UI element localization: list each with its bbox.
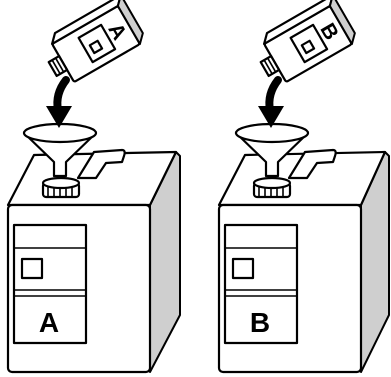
bottle-icon: A — [47, 0, 144, 83]
bottle-icon: B — [259, 0, 356, 83]
canister-icon: A — [6, 148, 181, 374]
funnel-icon — [234, 122, 310, 178]
canister-label-b: B — [250, 307, 270, 338]
refill-unit-b: B B — [217, 0, 390, 374]
arrow-down-icon — [46, 76, 72, 128]
canister-label-a: A — [39, 307, 59, 338]
canister-icon: B — [217, 148, 390, 374]
arrow-down-icon — [258, 76, 284, 128]
refill-unit-a: A A — [6, 0, 181, 374]
